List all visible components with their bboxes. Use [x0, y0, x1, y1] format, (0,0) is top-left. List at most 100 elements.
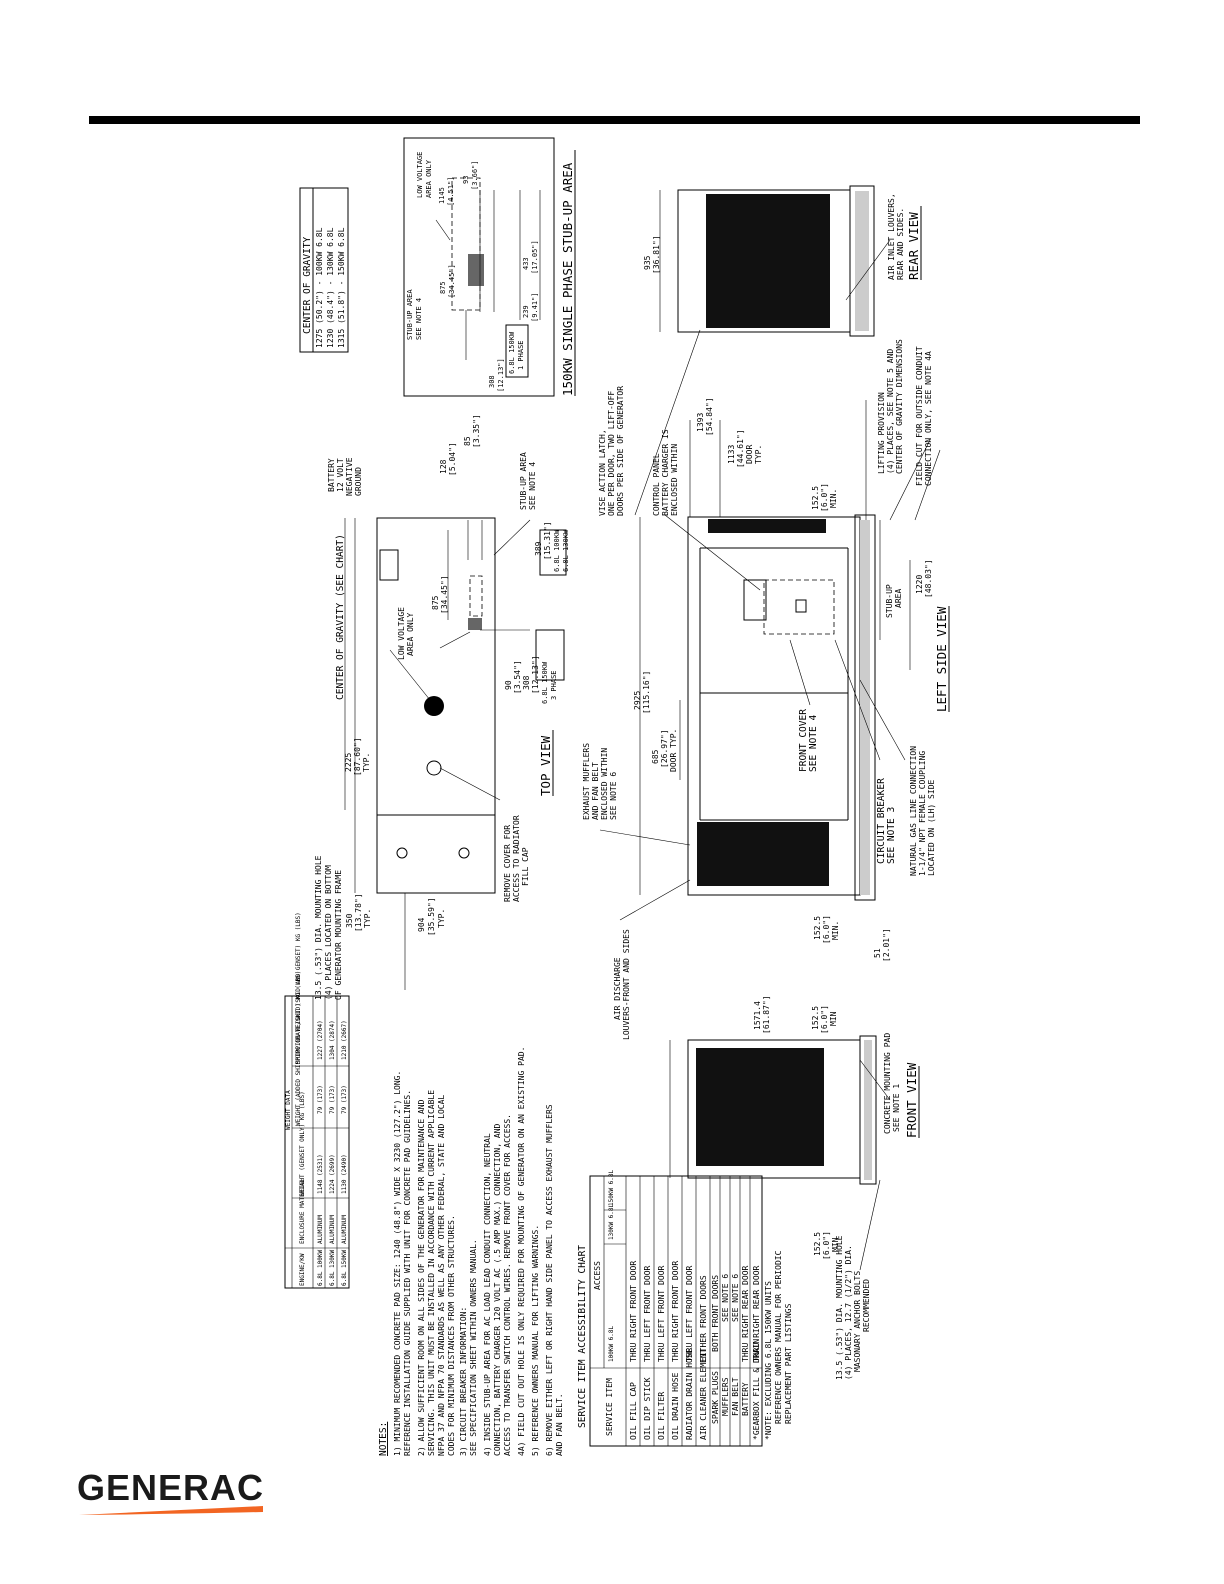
label-text: AIR DISCHARGE	[613, 957, 622, 1020]
service-item: RADIATOR DRAIN HOSE	[685, 1348, 694, 1440]
dim-text: 152.5	[813, 1232, 822, 1256]
weight-cell: 1224 (2699)	[329, 1154, 336, 1194]
dim-text: [48.03"]	[924, 559, 933, 598]
view-title: TOP VIEW	[538, 735, 553, 796]
label-text: DOORS PER SIDE OF GENERATOR	[616, 386, 625, 516]
dim-text: [9.41"]	[531, 292, 539, 322]
label-text: 1 PHASE	[517, 340, 525, 370]
view-title: LEFT SIDE VIEW	[934, 606, 949, 712]
dim-text: 1393	[696, 413, 705, 432]
label-text: REAR AND SIDES.	[896, 208, 905, 280]
dim-text: MIN.	[831, 921, 840, 940]
brand-name: GENERAC	[77, 1467, 265, 1508]
dim-text: MIN	[829, 1011, 838, 1026]
service-item: OIL DIP STICK	[643, 1377, 652, 1440]
label-text: 6.8L 150KW	[541, 661, 549, 704]
dim-text: 152.5	[811, 486, 820, 510]
dim-text: 875	[439, 281, 447, 294]
view-title: 150KW SINGLE PHASE STUB-UP AREA	[560, 162, 575, 396]
dim-text: 389	[534, 541, 543, 556]
weight-header: WEIGHT (GENSET ONLY) KG (LBS)	[299, 1091, 306, 1196]
service-item: BATTERY	[741, 1382, 750, 1416]
top-rule	[89, 116, 1140, 124]
service-item: OIL DRAIN HOSE	[671, 1372, 680, 1440]
label-text: BATTERY	[327, 458, 336, 492]
dim-text: DOOR TYP.	[669, 729, 678, 772]
dim-text: 239	[522, 305, 530, 318]
label-text: OF GENERATOR MOUNTING FRAME	[334, 870, 343, 1000]
dim-text: [54.84"]	[705, 397, 714, 436]
note-line: 4) INSIDE STUB-UP AREA FOR AC LOAD LEAD …	[483, 1133, 492, 1456]
dim-text: [115.16"]	[642, 671, 651, 714]
dim-text: [13.78"]	[354, 893, 363, 932]
note-line: 5) REFERENCE OWNERS MANUAL FOR LIFTING W…	[531, 1225, 540, 1456]
dim-text: MIN.	[829, 489, 838, 508]
dim-text: [12.13"]	[497, 358, 505, 392]
single-phase-stubup-view: LOW VOLTAGE AREA ONLY STUB-UP AREA SEE N…	[403, 137, 576, 397]
note-line: CODES FOR MINIMUM DISTANCES FROM OTHER S…	[447, 1215, 456, 1456]
dim-text: [36.81"]	[652, 235, 661, 274]
dim-text: [44.61"]	[736, 429, 745, 468]
weight-data-table: WEIGHT DATA ENGINE/KW ENCLOSURE MATERIAL…	[284, 912, 350, 1289]
dim-text: [15.31"]	[543, 521, 552, 560]
top-view: 13.5 (.53") DIA. MOUNTING HOLE (4) PLACE…	[314, 414, 570, 1000]
dim-text: [3.35"]	[472, 414, 481, 448]
label-text: CENTER OF GRAVITY (SEE CHART)	[335, 534, 346, 700]
dim-text: 85	[463, 436, 472, 446]
label-text: STUB-UP AREA	[406, 289, 414, 340]
dim-text: [3.54"]	[513, 660, 522, 694]
label-text: LOUVERS-FRONT AND SIDES	[622, 929, 631, 1040]
weight-rows: 6.8L 100KW ALUMINUM 1148 (2531) 79 (173)…	[317, 1020, 348, 1286]
weight-header: ENGINE/KW	[299, 1253, 306, 1286]
service-item: MUFFLERS	[721, 1377, 730, 1416]
service-header-item: SERVICE ITEM	[605, 1378, 614, 1436]
dim-text: TYP.	[362, 753, 371, 772]
dim-text: [34.45"]	[448, 264, 456, 298]
label-text: STUB-UP	[885, 584, 894, 618]
service-item: SPARK PLUGS	[711, 1371, 720, 1424]
label-text: SEE NOTE 3	[886, 807, 897, 864]
service-access: SEE NOTE 6	[731, 1274, 740, 1322]
dim-text: [6.0"]	[822, 915, 831, 944]
weight-header: WEIGHT (ADDED SHIPPING CRATE/SKID) KG (L…	[295, 971, 302, 1126]
label-text: RECOMMENDED	[862, 1279, 871, 1332]
label-text: SEE NOTE 4	[528, 462, 537, 510]
label-text: EXHAUST MUFFLERS	[582, 743, 591, 820]
label-text: GROUND	[354, 467, 363, 496]
dim-text: 2925	[633, 691, 642, 710]
dim-text: 685	[651, 749, 660, 764]
weight-cell: ALUMINUM	[341, 1215, 348, 1244]
dim-text: DOOR	[745, 445, 754, 464]
note-line: REFERENCE INSTALLATION GUIDE SUPPLIED WI…	[403, 1090, 412, 1456]
dim-text: 93	[462, 176, 470, 184]
dim-text: [6.0"]	[820, 483, 829, 512]
service-col: 130KW 6.8L	[608, 1203, 615, 1240]
left-side-view: VISE ACTION LATCH, ONE PER DOOR, TWO LIF…	[582, 329, 950, 1040]
label-text: SEE NOTE 6	[609, 772, 618, 820]
label-text: AND FAN BELT	[591, 762, 600, 820]
dim-text: TYP.	[754, 445, 763, 464]
cog-row: 1230 (48.4") - 130KW 6.8L	[326, 227, 335, 348]
service-footnote: REFERENCE OWNERS MANUAL FOR PERIODIC	[774, 1250, 783, 1424]
note-line: 1) MINIMUM RECOMENDED CONCRETE PAD SIZE:…	[393, 1071, 402, 1456]
cog-chart-title: CENTER OF GRAVITY	[302, 236, 313, 334]
note-line: 3) CIRCUIT BREAKER INFORMATION:	[459, 1307, 468, 1456]
label-text: STUB-UP AREA	[519, 452, 528, 510]
service-col: 100KW 6.8L	[608, 1325, 615, 1362]
view-title: REAR VIEW	[906, 212, 921, 280]
weight-cell: 1304 (2874)	[329, 1020, 336, 1060]
dim-text: [26.97"]	[660, 729, 669, 768]
label-text: SEE NOTE 1	[892, 1084, 901, 1132]
label-text: VISE ACTION LATCH,	[598, 429, 607, 516]
dim-text: 350	[345, 913, 354, 928]
dim-text: [5.04"]	[448, 442, 457, 476]
service-access: THRU RIGHT REAR DOOR	[741, 1265, 750, 1362]
weight-cell: 6.8L 130KW	[329, 1249, 336, 1286]
note-line: NFPA 37 AND NFPA 70 STANDARDS AS WELL AS…	[437, 1095, 446, 1456]
dim-text: [17.05"]	[531, 240, 539, 274]
dim-text: [34.45"]	[440, 575, 449, 614]
low-voltage-area	[468, 618, 482, 630]
label-text: LOCATED ON (LH) SIDE	[927, 779, 936, 876]
label-text: SEE NOTE 4	[415, 298, 423, 340]
low-voltage-area	[468, 254, 484, 286]
